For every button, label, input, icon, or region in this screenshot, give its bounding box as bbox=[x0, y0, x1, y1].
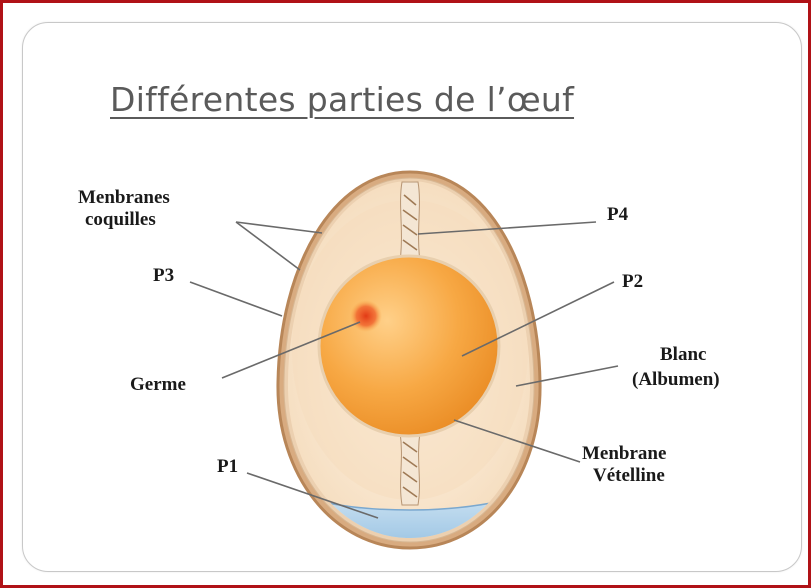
label-p2: P2 bbox=[622, 271, 643, 292]
yolk bbox=[319, 256, 499, 436]
label-p4: P4 bbox=[607, 204, 629, 225]
label-p1: P1 bbox=[217, 456, 238, 477]
label-blanc: Blanc (Albumen) bbox=[632, 344, 720, 390]
germ bbox=[350, 300, 382, 332]
chalaza-bottom bbox=[400, 432, 420, 505]
label-membrane-vitelline: Menbrane Vételline bbox=[582, 443, 671, 486]
label-germe: Germe bbox=[130, 374, 186, 395]
leader-p3 bbox=[190, 282, 282, 316]
chalaza-top bbox=[400, 182, 420, 262]
label-membranes-coquilles: Menbranes coquilles bbox=[78, 187, 175, 230]
label-p3: P3 bbox=[153, 265, 174, 286]
